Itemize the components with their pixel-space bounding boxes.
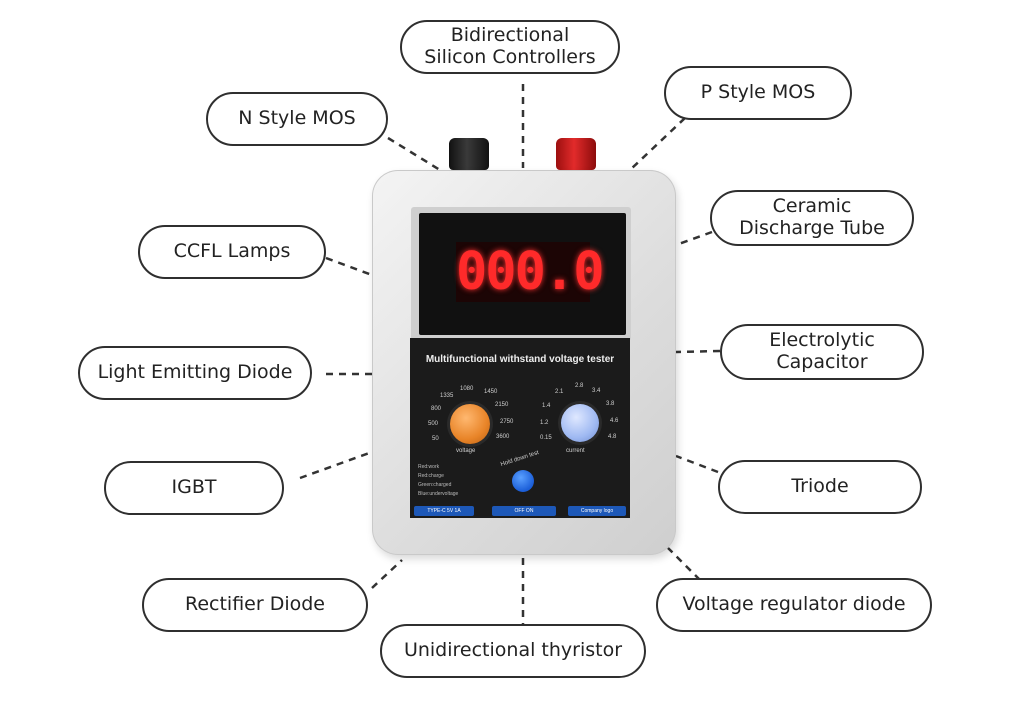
current-tick: 1.2 xyxy=(540,420,549,426)
leader-igbt xyxy=(299,450,373,480)
current-tick: 3.8 xyxy=(606,401,615,407)
leader-p-mos xyxy=(629,117,686,171)
label-triode: Triode xyxy=(718,460,922,514)
voltage-tick: 50 xyxy=(432,436,439,442)
leader-triode xyxy=(675,454,719,474)
red-terminal xyxy=(556,138,596,170)
current-tick: 0.15 xyxy=(540,435,552,441)
voltage-tick: 2150 xyxy=(495,402,509,408)
leader-electrolytic xyxy=(675,349,721,354)
label-text: Voltage regulator diode xyxy=(682,593,906,616)
usb-tag: TYPE-C 5V 1A xyxy=(414,506,474,516)
voltage-tick: 1080 xyxy=(460,386,474,392)
current-tick: 2.8 xyxy=(575,383,584,389)
label-text: Electrolytic Capacitor xyxy=(769,329,875,373)
label-text: IGBT xyxy=(171,476,217,499)
label-thyristor: Unidirectional thyristor xyxy=(380,624,646,678)
legend-item: Red:work xyxy=(418,464,440,470)
label-text: P Style MOS xyxy=(700,81,816,104)
label-electrolytic: Electrolytic Capacitor xyxy=(720,324,924,380)
voltage-tick: 3600 xyxy=(496,434,510,440)
label-ceramic: Ceramic Discharge Tube xyxy=(710,190,914,246)
label-text: Unidirectional thyristor xyxy=(403,639,623,662)
label-bidirectional: Bidirectional Silicon Controllers xyxy=(400,20,620,74)
label-n-mos: N Style MOS xyxy=(206,92,388,146)
current-tick: 4.8 xyxy=(608,434,617,440)
voltage-knob[interactable] xyxy=(450,404,490,444)
legend-item: Red:charge xyxy=(418,473,444,479)
test-button[interactable] xyxy=(512,470,534,492)
current-knob[interactable] xyxy=(561,404,599,442)
logo-tag: Company logo xyxy=(568,506,626,516)
legend-item: Green:charged xyxy=(418,482,452,488)
label-text: Triode xyxy=(791,475,849,498)
label-text: N Style MOS xyxy=(238,107,356,130)
leader-regulator xyxy=(667,547,701,581)
current-tick: 3.4 xyxy=(592,388,601,394)
current-tick: 2.1 xyxy=(555,389,564,395)
voltage-tick: 800 xyxy=(431,406,442,412)
label-rectifier: Rectifier Diode xyxy=(142,578,368,632)
leader-ccfl xyxy=(325,256,373,277)
voltage-label: voltage xyxy=(456,448,476,454)
switch-tag[interactable]: OFF ON xyxy=(492,506,556,516)
voltage-tick: 2750 xyxy=(500,419,514,425)
label-igbt: IGBT xyxy=(104,461,284,515)
label-led: Light Emitting Diode xyxy=(78,346,312,400)
label-p-mos: P Style MOS xyxy=(664,66,852,120)
label-text: Light Emitting Diode xyxy=(97,361,293,384)
label-regulator: Voltage regulator diode xyxy=(656,578,932,632)
current-tick: 1.4 xyxy=(542,403,551,409)
black-terminal xyxy=(449,138,489,170)
legend-item: Blue:undervoltage xyxy=(418,491,459,497)
label-ccfl: CCFL Lamps xyxy=(138,225,326,279)
label-text: Bidirectional Silicon Controllers xyxy=(424,24,596,68)
leader-rectifier xyxy=(371,559,403,589)
current-label: current xyxy=(566,448,585,454)
label-text: Ceramic Discharge Tube xyxy=(739,195,885,239)
voltage-tick: 1450 xyxy=(484,389,498,395)
label-text: CCFL Lamps xyxy=(173,240,291,263)
label-text: Rectifier Diode xyxy=(184,593,325,616)
led-readout: 000.0 xyxy=(456,242,605,302)
voltage-tick: 1335 xyxy=(440,393,454,399)
voltage-tick: 500 xyxy=(428,421,439,427)
leader-n-mos xyxy=(387,136,441,172)
current-tick: 4.6 xyxy=(610,418,619,424)
leader-ceramic xyxy=(675,230,713,247)
panel-title: Multifunctional withstand voltage tester xyxy=(425,354,615,365)
